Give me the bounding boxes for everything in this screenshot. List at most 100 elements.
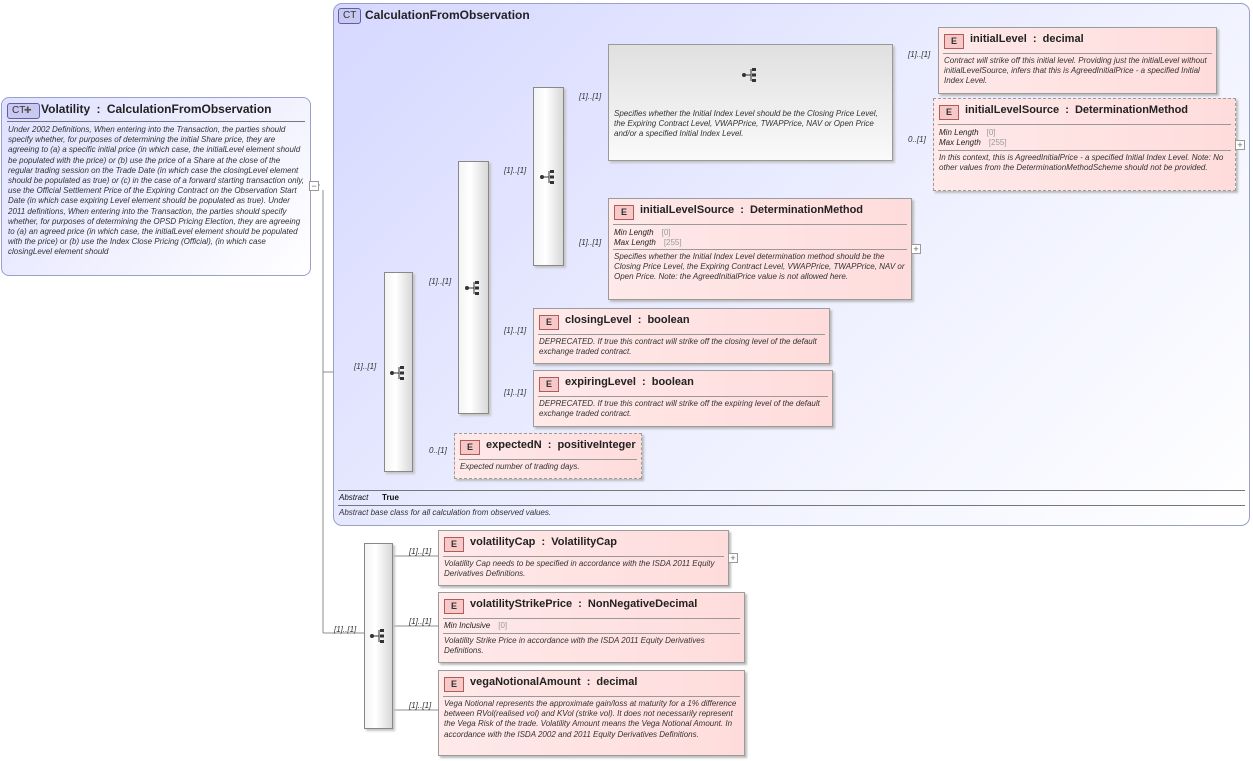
element-initial-level[interactable]: E initialLevel : decimal Contract will s… [938,27,1217,94]
expand-toggle[interactable]: + [1235,140,1245,150]
element-type-text: boolean [651,376,694,388]
element-badge: E [939,105,959,120]
element-badge: E [444,537,464,552]
element-description: Contract will strike off this initial le… [944,56,1207,86]
element-description: In this context, this is AgreedInitialPr… [939,153,1224,173]
facet-label: Max Length [939,138,981,147]
cardinality-label: [1]..[1] [409,547,432,556]
facet-value: [0] [661,228,671,237]
type-separator: : [586,676,591,688]
cardinality-label: [1]..[1] [579,238,602,247]
element-closing-level[interactable]: E closingLevel : boolean DEPRECATED. If … [533,308,830,364]
type-separator: : [96,102,101,116]
abstract-value: True [382,493,399,502]
type-separator: : [637,314,642,326]
cardinality-label: [1]..[1] [354,362,377,371]
element-vega-notional-amount[interactable]: E vegaNotionalAmount : decimal Vega Noti… [438,670,745,756]
type-separator: : [547,439,552,451]
root-complex-type[interactable]: CT ✚ Volatility : CalculationFromObserva… [1,97,311,276]
collapse-toggle[interactable]: − [309,181,319,191]
element-divider [613,249,907,250]
element-name: expiringLevel : boolean [565,376,694,388]
max-length-facet: Max Length [255] [614,238,682,247]
element-name-text: expiringLevel [565,376,636,388]
element-type-text: DeterminationMethod [749,204,864,216]
element-name: initialLevelSource : DeterminationMethod [640,204,863,216]
element-expiring-level[interactable]: E expiringLevel : boolean DEPRECATED. If… [533,370,833,427]
sequence-compositor[interactable] [533,87,564,266]
facet-label: Min Inclusive [444,621,491,630]
element-initial-level-source[interactable]: E initialLevelSource : DeterminationMeth… [608,198,912,300]
element-name: volatilityStrikePrice : NonNegativeDecim… [470,598,697,610]
element-name-text: initialLevel [970,33,1027,45]
element-divider [613,224,907,225]
element-volatility-strike-price[interactable]: E volatilityStrikePrice : NonNegativeDec… [438,592,745,663]
expand-toggle[interactable]: + [911,244,921,254]
facet-value: [255] [663,238,682,247]
element-divider [943,53,1212,54]
cardinality-label: [1]..[1] [504,388,527,397]
type-separator: : [578,598,582,610]
cardinality-label: [1]..[1] [334,625,357,634]
max-length-facet: Max Length [255] [939,138,1007,147]
type-separator: : [541,536,546,548]
element-divider [538,396,828,397]
facet-label: Max Length [614,238,656,247]
cardinality-label: 0..[1] [908,135,926,144]
sequence-compositor[interactable] [458,161,489,414]
element-badge: E [539,315,559,330]
cardinality-label: [1]..[1] [579,92,602,101]
element-divider [443,633,740,634]
expand-toggle[interactable]: + [728,553,738,563]
min-length-facet: Min Length [0] [614,228,671,237]
element-badge: E [460,440,480,455]
expand-plus-icon: ✚ [24,105,32,115]
element-type-text: positiveInteger [557,439,636,451]
base-description: Abstract base class for all calculation … [339,508,552,517]
sequence-icon [390,366,404,380]
element-badge: E [444,599,464,614]
element-expected-n[interactable]: E expectedN : positiveInteger Expected n… [454,433,642,479]
element-badge: E [944,34,964,49]
cardinality-label: [1]..[1] [504,166,527,175]
choice-description: Specifies whether the Initial Index Leve… [614,109,878,139]
facet-value: [255] [988,138,1007,147]
element-description: Vega Notional represents the approximate… [444,699,737,739]
cardinality-label: [1]..[1] [429,277,452,286]
element-description: Volatility Cap needs to be specified in … [444,559,715,579]
sequence-compositor[interactable] [364,543,393,729]
element-name-text: volatilityStrikePrice [470,598,573,610]
facet-value: [0] [498,621,508,630]
element-badge: E [539,377,559,392]
element-name: volatilityCap : VolatilityCap [470,536,617,548]
choice-group[interactable]: Specifies whether the Initial Index Leve… [608,44,893,161]
element-name: initialLevel : decimal [970,33,1084,45]
element-volatility-cap[interactable]: E volatilityCap : VolatilityCap Volatili… [438,530,729,586]
element-description: DEPRECATED. If true this contract will s… [539,399,820,419]
element-divider [459,459,637,460]
base-name: CalculationFromObservation [365,8,530,22]
cardinality-label: [1]..[1] [504,326,527,335]
type-separator: : [1065,104,1069,116]
element-description: Expected number of trading days. [460,462,580,471]
root-divider [7,121,305,122]
element-description: Volatility Strike Price in accordance wi… [444,636,705,656]
choice-icon [742,68,756,82]
min-inclusive-facet: Min Inclusive [0] [444,621,507,630]
root-description: Under 2002 Definitions, When entering in… [8,125,305,257]
element-name-text: vegaNotionalAmount [470,676,581,688]
element-name-text: expectedN [486,439,542,451]
element-initial-level-source-optional[interactable]: E initialLevelSource : DeterminationMeth… [933,98,1236,191]
root-type-text: CalculationFromObservation [106,102,272,116]
element-divider [538,334,825,335]
element-divider [938,150,1231,151]
facet-label: Min Length [614,228,654,237]
base-divider-top [338,490,1245,491]
root-name: Volatility : CalculationFromObservation [41,102,272,116]
sequence-icon [540,170,554,184]
element-divider [443,618,740,619]
element-type-text: NonNegativeDecimal [587,598,698,610]
element-name-text: initialLevelSource [965,104,1060,116]
element-name-text: initialLevelSource [640,204,735,216]
sequence-compositor[interactable] [384,272,413,472]
